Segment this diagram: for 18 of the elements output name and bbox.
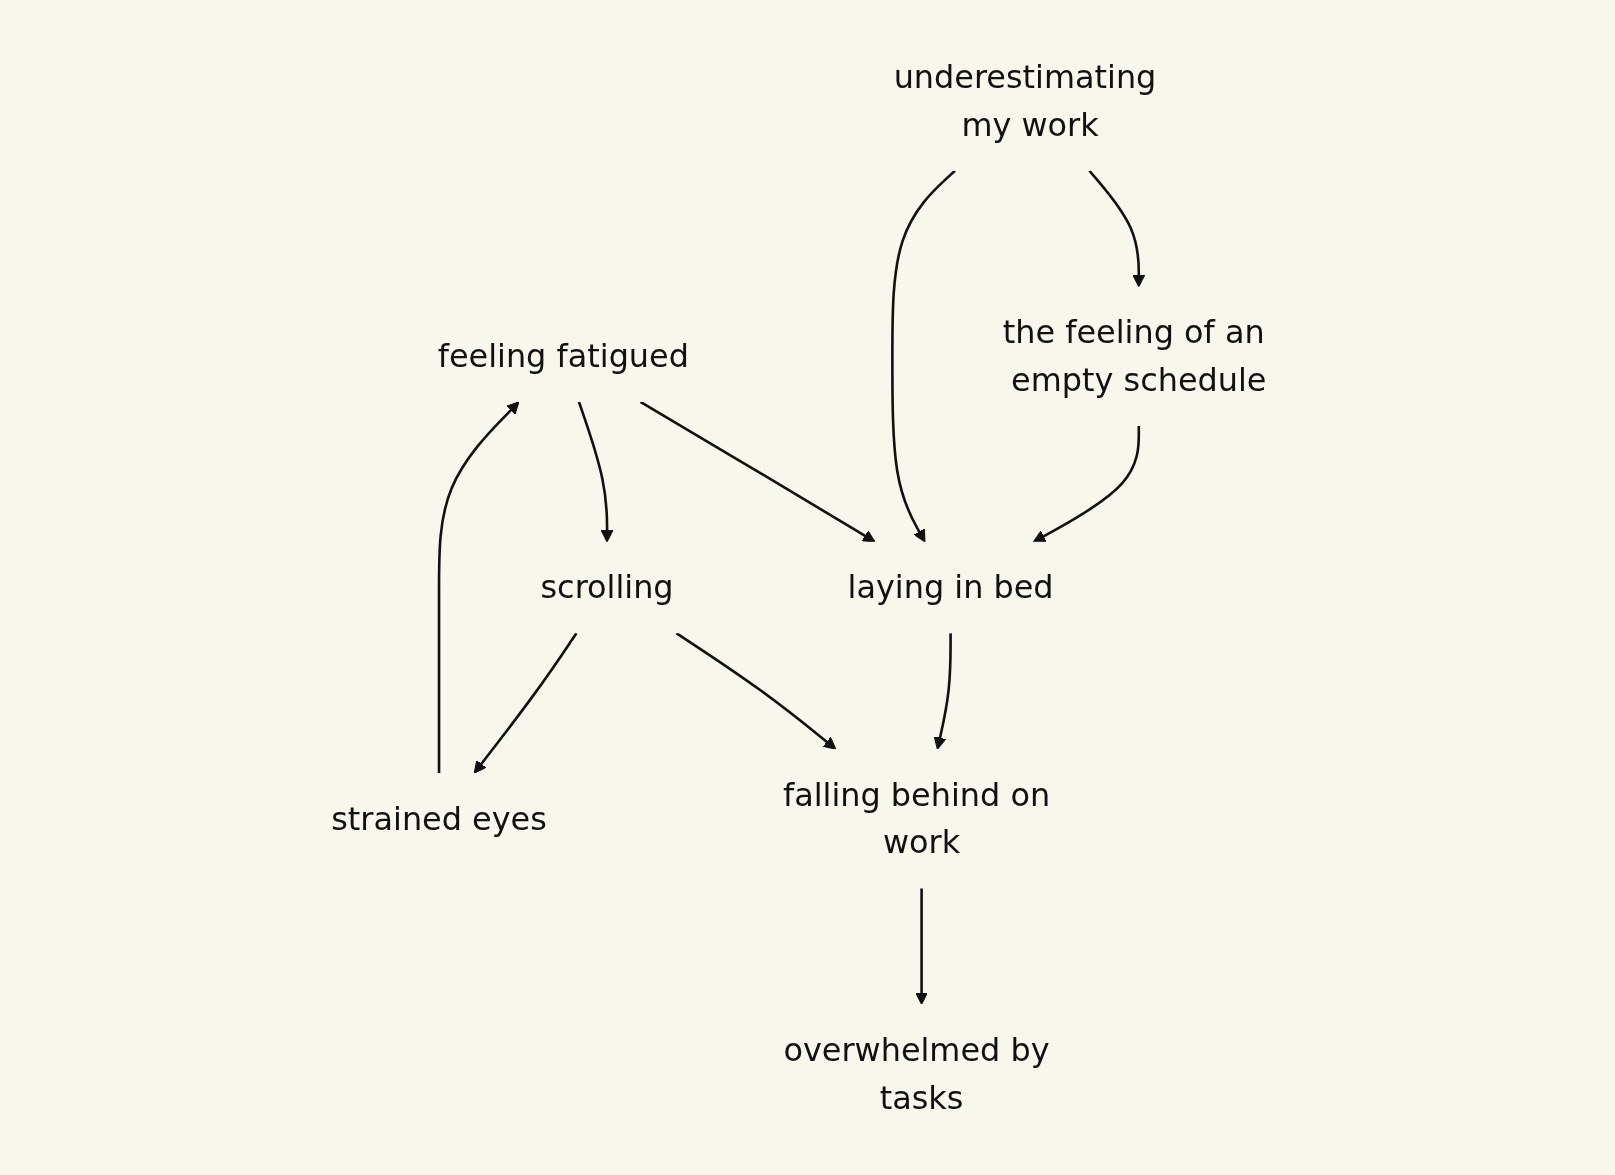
node-text: falling behind on work [782, 776, 1051, 861]
node-text: overwhelmed by tasks [783, 1031, 1050, 1116]
arrow [915, 888, 928, 1005]
arrow [473, 632, 578, 774]
arrow [933, 633, 952, 750]
arrow [891, 169, 956, 543]
node-text: underestimating my work [893, 59, 1157, 144]
arrow [1088, 169, 1146, 288]
node-text: strained eyes [331, 800, 547, 837]
node-text: laying in bed [847, 569, 1054, 606]
node-text: scrolling [540, 569, 674, 606]
arrow [437, 401, 520, 774]
arrow [577, 401, 614, 543]
arrow [639, 400, 876, 543]
arrow [675, 632, 837, 750]
node-text: the feeling of an empty schedule [1002, 314, 1267, 399]
arrow [1032, 425, 1141, 543]
node-text: feeling fatigued [437, 338, 689, 375]
